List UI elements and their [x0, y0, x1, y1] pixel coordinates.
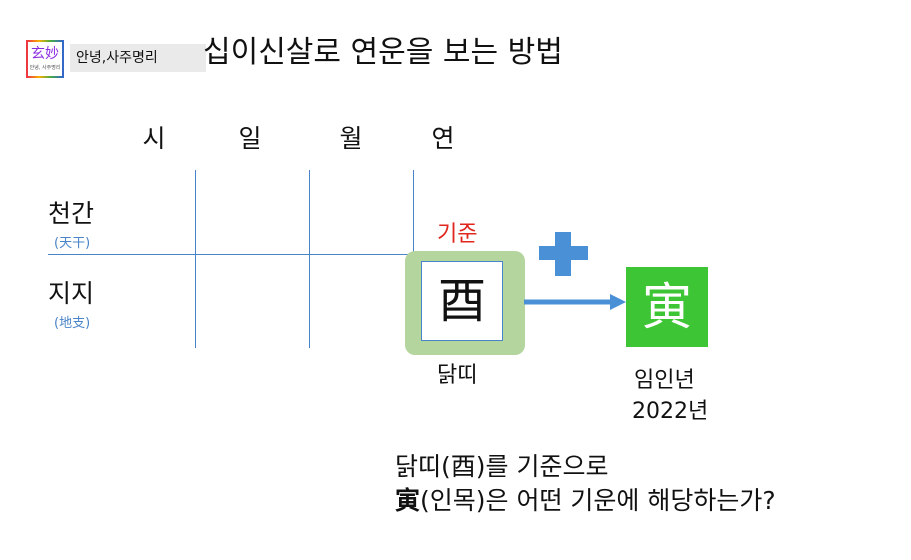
arrow-right-icon [524, 294, 626, 310]
column-header-month: 월 [339, 124, 363, 153]
year-name-label: 임인년 [634, 368, 695, 393]
standard-label: 기준 [437, 222, 478, 247]
page-title: 십이신살로 연운을 보는 방법 [203, 35, 563, 70]
row-hanja-earthly-branch: (地支) [54, 316, 91, 331]
rooster-branch-char: 酉 [421, 261, 503, 341]
question-tiger-char: 寅 [395, 486, 421, 515]
grid-line [195, 170, 196, 348]
question-text: 닭띠(酉)를 기준으로 寅(인목)은 어떤 기운에 해당하는가? [395, 450, 776, 518]
channel-name: 안녕,사주명리 [70, 44, 206, 72]
column-header-hour: 시 [142, 124, 166, 153]
column-header-year: 연 [431, 124, 455, 153]
logo-hanja: 玄妙 [31, 46, 59, 62]
question-line-2: 寅(인목)은 어떤 기운에 해당하는가? [395, 484, 776, 518]
year-label: 2022년 [632, 399, 709, 424]
row-hanja-heavenly-stem: (天干) [54, 236, 91, 251]
channel-logo: 玄妙 안녕, 사주명리 [26, 40, 64, 78]
rooster-label: 닭띠 [437, 363, 478, 388]
plus-icon [539, 232, 588, 276]
row-header-earthly-branch: 지지 [48, 279, 95, 308]
row-header-heavenly-stem: 천간 [48, 199, 95, 228]
grid-line [309, 170, 310, 348]
column-header-day: 일 [238, 124, 262, 153]
logo-subtext: 안녕, 사주명리 [29, 65, 61, 71]
grid-line [48, 254, 498, 255]
question-line-2-rest: (인목)은 어떤 기운에 해당하는가? [420, 486, 776, 515]
question-line-1: 닭띠(酉)를 기준으로 [395, 452, 609, 481]
tiger-branch-char: 寅 [626, 267, 708, 347]
